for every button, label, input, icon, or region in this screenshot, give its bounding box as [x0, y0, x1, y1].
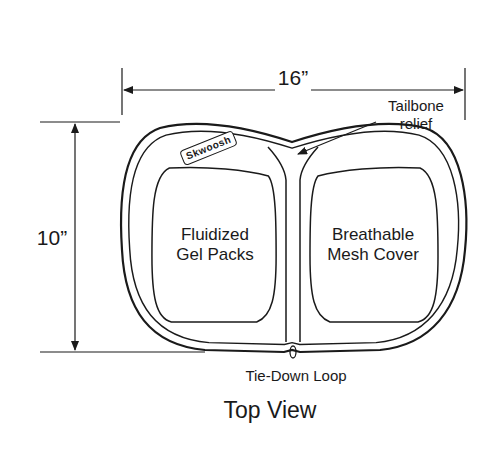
tie-down-loop-label: Tie-Down Loop [245, 367, 346, 385]
tailbone-relief-label: Tailbone relief [376, 97, 456, 133]
pad-label: Fluidized Gel Packs [169, 225, 261, 266]
view-caption: Top View [224, 397, 317, 424]
width-dimension: 16” [275, 65, 311, 90]
brand-logo: Skwoosh [184, 134, 232, 163]
brand-logo-badge: Skwoosh [179, 130, 238, 166]
gel-pack-outline: Fluidized Gel Packs [150, 166, 280, 324]
height-dimension: 10” [34, 225, 70, 250]
pad-label: Breathable Mesh Cover [327, 225, 419, 266]
mesh-cover-outline: Breathable Mesh Cover [306, 166, 440, 324]
